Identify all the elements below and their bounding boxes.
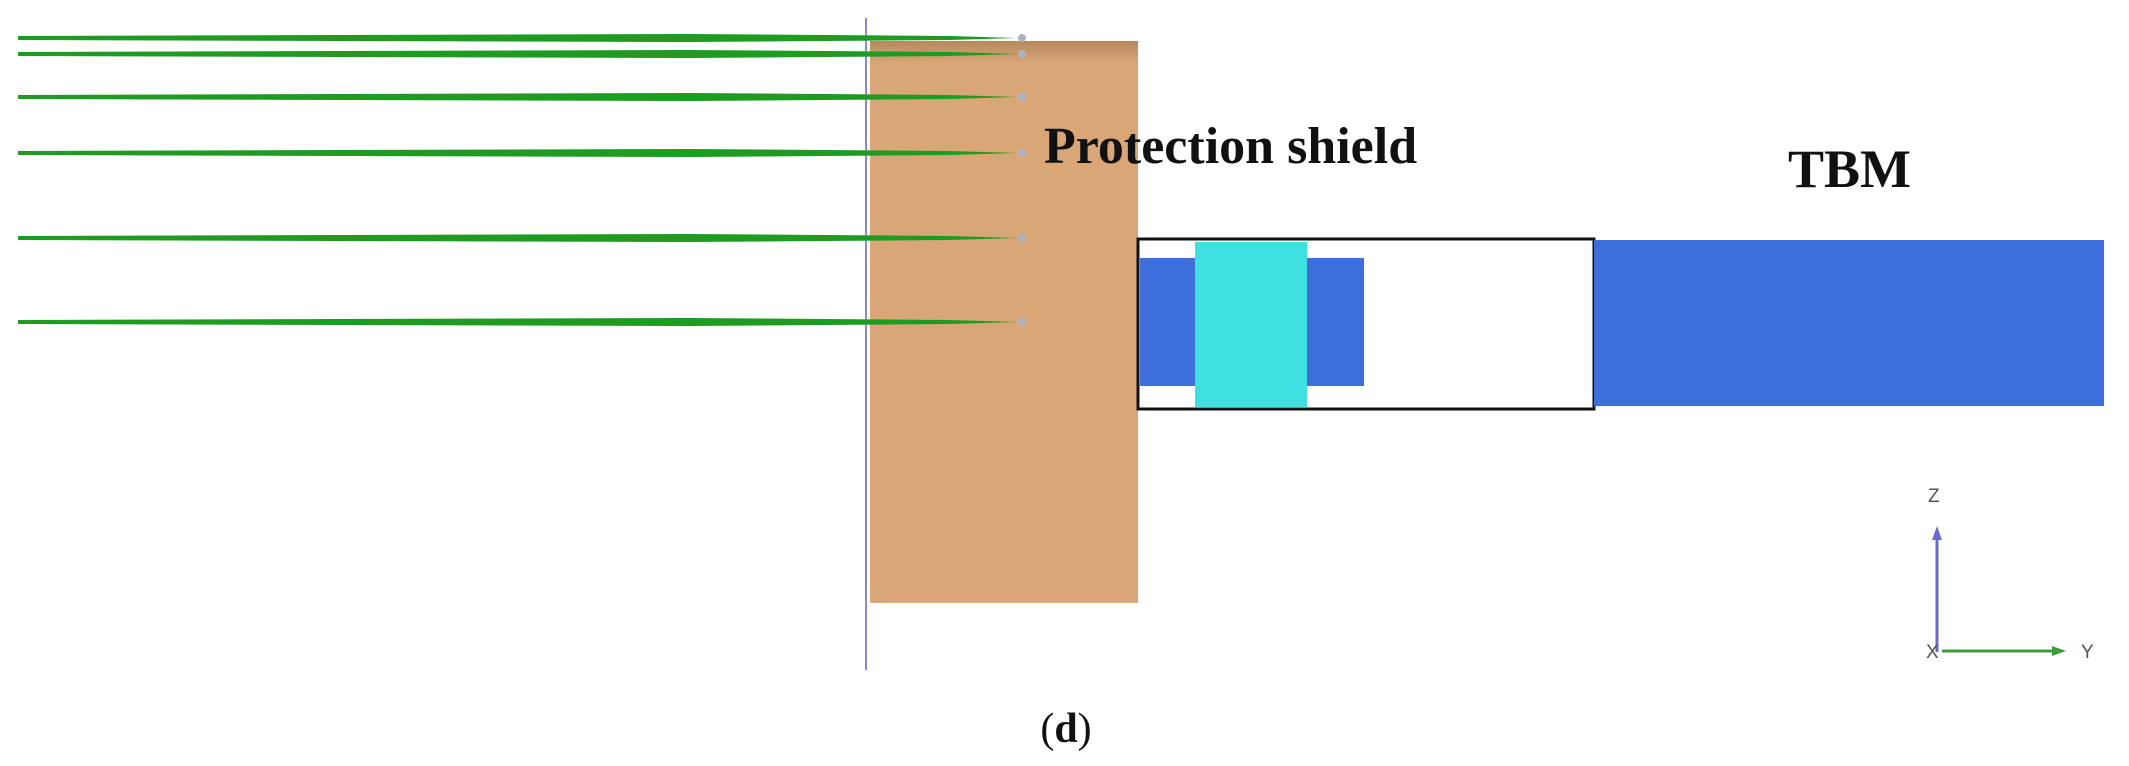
axis-y-arrowhead (2052, 646, 2066, 656)
anchor-node-2 (1018, 50, 1026, 58)
anchor-node-5 (1018, 234, 1026, 242)
anchor-bolt-5 (18, 234, 1018, 242)
tbm-main-body (1594, 240, 2104, 406)
anchor-end-nodes (1018, 34, 1026, 326)
anchor-node-1 (1018, 34, 1026, 42)
caption-close-paren: ) (1078, 706, 1092, 752)
anchor-bolt-3 (18, 93, 1018, 101)
caption-open-paren: ( (1040, 706, 1054, 752)
anchor-node-4 (1018, 149, 1026, 157)
cyan-ring (1195, 242, 1307, 407)
tbm-label: TBM (1788, 139, 1911, 199)
anchor-bolt-4 (18, 149, 1018, 157)
figure-caption: (d) (1040, 706, 1091, 752)
anchor-node-6 (1018, 318, 1026, 326)
anchor-node-3 (1018, 93, 1026, 101)
tbm-assembly (1136, 237, 2104, 411)
anchor-bolts (18, 34, 1018, 326)
axis-z-label: Z (1928, 486, 1940, 507)
axis-triad: Z X Y (1926, 486, 2094, 663)
axis-z-arrowhead (1932, 526, 1942, 540)
protection-shield-top-edge (870, 41, 1138, 63)
anchor-bolt-1 (18, 34, 1018, 42)
axis-y-label: Y (2081, 642, 2094, 663)
protection-shield-label: Protection shield (1044, 118, 1417, 175)
axis-x-label: X (1926, 642, 1939, 663)
anchor-bolt-2 (18, 50, 1018, 58)
caption-letter: d (1054, 706, 1077, 752)
anchor-bolt-6 (18, 318, 1018, 326)
